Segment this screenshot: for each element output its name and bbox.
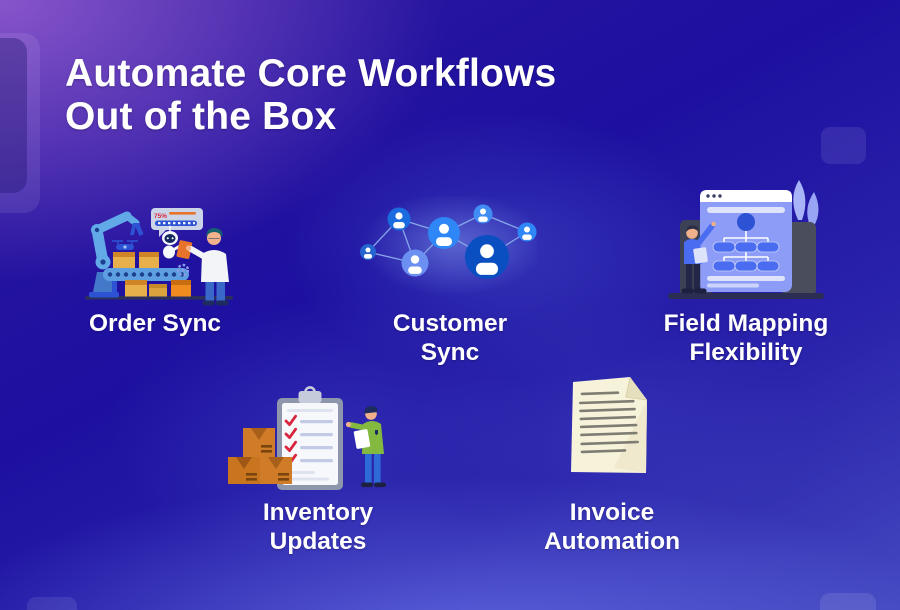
label-line: Updates	[269, 527, 367, 555]
customer-sync-illustration	[360, 196, 537, 296]
progress-percent-label: 75%	[154, 213, 167, 220]
avatar	[465, 235, 509, 279]
label-line: Sync	[420, 338, 480, 366]
avatar	[517, 222, 537, 242]
order-sync-illustration: 75%	[85, 208, 233, 306]
feature-label-order-sync: Order Sync	[65, 310, 245, 339]
field-mapping-illustration	[668, 180, 824, 299]
drone-icon	[112, 240, 138, 250]
page-title-line1: Automate Core Workflows	[65, 52, 557, 95]
decorative-rounded-rect	[820, 593, 876, 610]
label-line: Inventory	[262, 499, 374, 526]
decorative-rounded-rect	[821, 127, 866, 164]
feature-label-invoice-automation: Invoice Automation	[512, 499, 712, 556]
leaf-decoration	[793, 180, 819, 226]
ground-line	[85, 296, 233, 300]
label-line: Field Mapping	[663, 310, 829, 337]
inventory-updates-illustration	[228, 386, 386, 490]
label-line: Flexibility	[689, 338, 803, 366]
robot-arm-icon	[89, 211, 144, 298]
page-title-line2: Out of the Box	[65, 95, 337, 138]
ground-line	[668, 293, 824, 299]
network-node-avatars	[360, 204, 537, 279]
label-line: Invoice	[569, 499, 655, 526]
speech-bubble: 75%	[151, 208, 203, 237]
avatar	[401, 249, 429, 277]
conveyor-belt-icon	[103, 268, 189, 296]
feature-label-inventory-updates: Inventory Updates	[228, 499, 408, 556]
avatar	[428, 217, 460, 249]
decorative-rounded-rect	[27, 597, 77, 610]
label-line: Order Sync	[88, 310, 222, 337]
avatar	[387, 207, 411, 231]
avatar	[473, 204, 493, 224]
gear-icon	[176, 263, 190, 277]
worker-figure	[185, 227, 229, 306]
invoice-automation-illustration	[571, 376, 648, 473]
decorative-rounded-rect	[0, 33, 40, 213]
label-line: Customer	[392, 310, 508, 337]
decorative-rounded-rect	[0, 38, 27, 193]
feature-label-field-mapping: Field Mapping Flexibility	[646, 310, 846, 367]
flowchart-diagram	[712, 213, 780, 272]
feature-label-customer-sync: Customer Sync	[360, 310, 540, 367]
warehouse-worker-figure	[345, 405, 386, 488]
label-line: Automation	[543, 527, 681, 555]
invoice-document-icon	[571, 376, 648, 473]
presenter-figure	[681, 221, 716, 294]
tablet-icon	[176, 240, 193, 259]
cardboard-boxes	[113, 252, 191, 297]
inventory-boxes	[228, 428, 292, 484]
browser-window	[700, 190, 792, 292]
page-title: Automate Core Workflows Out of the Box	[65, 52, 556, 138]
avatar	[360, 244, 376, 260]
